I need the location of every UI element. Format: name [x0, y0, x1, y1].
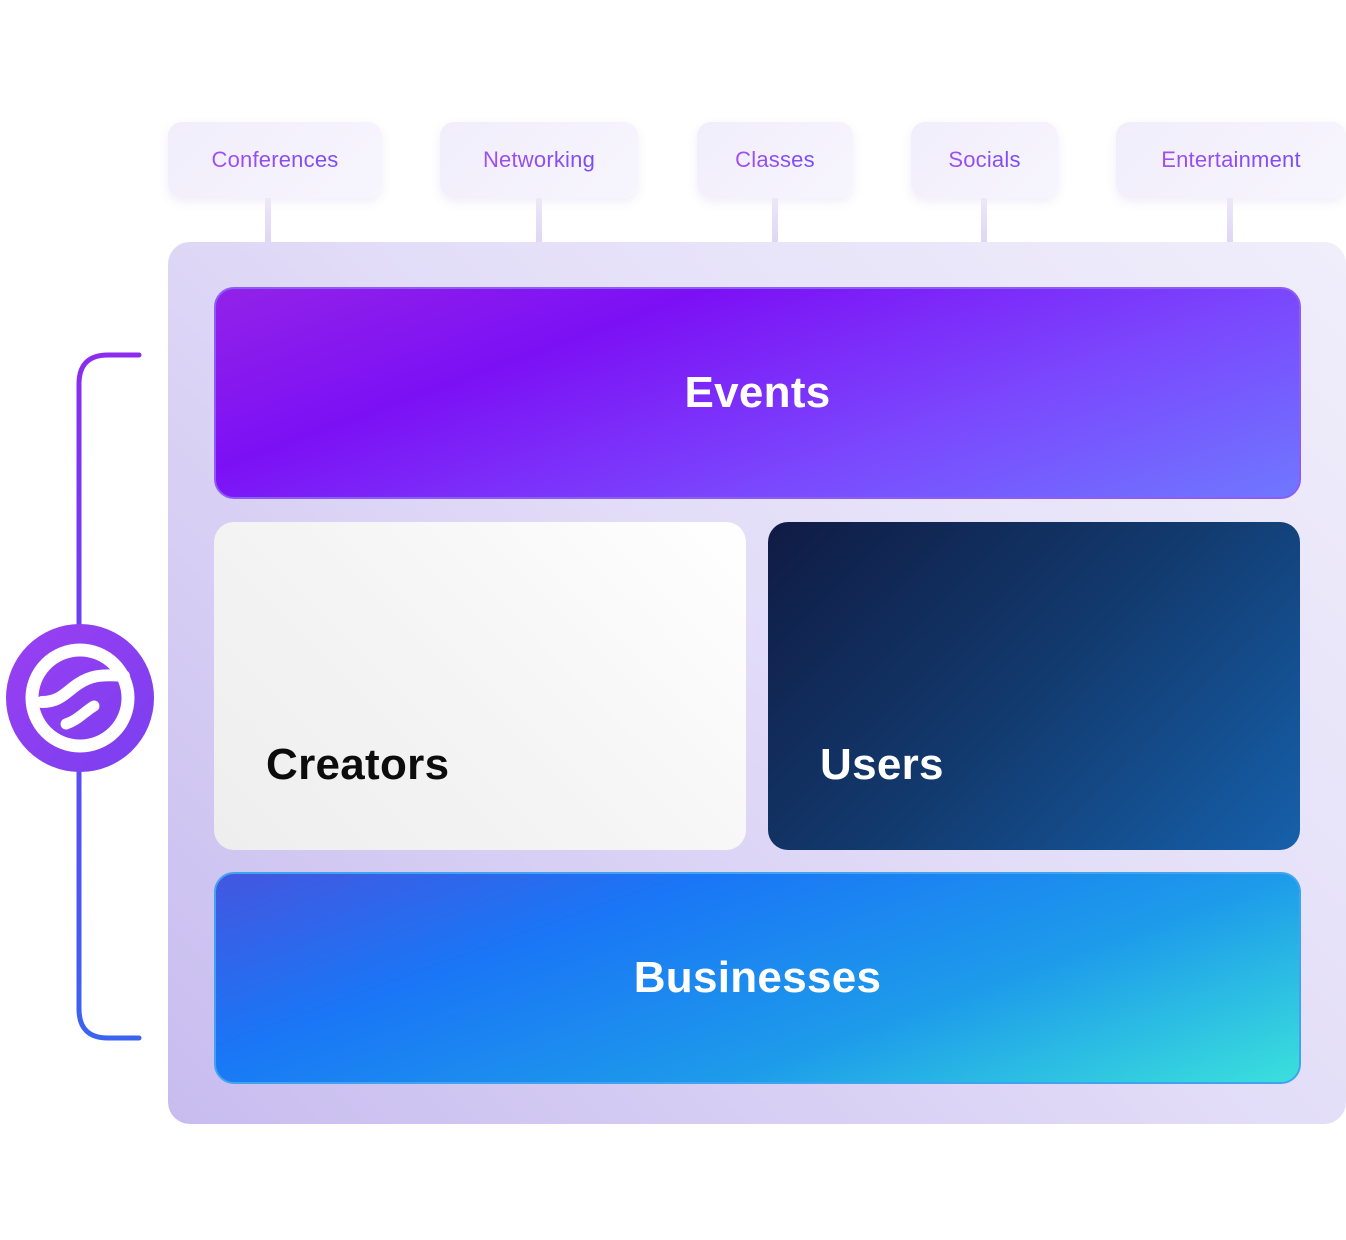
- tag-conferences[interactable]: Conferences: [168, 122, 382, 198]
- tag-label: Conferences: [211, 147, 339, 172]
- tag-networking[interactable]: Networking: [440, 122, 638, 198]
- brand-logo-icon: [6, 624, 154, 772]
- tag-label: Socials: [948, 147, 1021, 172]
- tag-label: Classes: [735, 147, 815, 172]
- businesses-block[interactable]: Businesses: [214, 872, 1301, 1084]
- users-label: Users: [820, 740, 944, 789]
- connector-socials: [981, 198, 987, 244]
- connector-networking: [536, 198, 542, 244]
- connector-classes: [772, 198, 778, 244]
- events-label: Events: [684, 368, 831, 417]
- users-block[interactable]: Users: [768, 522, 1300, 850]
- connector-conferences: [265, 198, 271, 244]
- tag-label: Networking: [482, 147, 596, 172]
- bracket-line: [76, 352, 142, 1041]
- creators-label: Creators: [266, 740, 450, 789]
- platform-board: Events Creators Users Businesses: [168, 242, 1346, 1124]
- connector-entertainment: [1227, 198, 1233, 244]
- tag-socials[interactable]: Socials: [911, 122, 1058, 198]
- businesses-label: Businesses: [633, 953, 882, 1002]
- tag-classes[interactable]: Classes: [697, 122, 853, 198]
- events-block[interactable]: Events: [214, 287, 1301, 499]
- tag-label: Entertainment: [1161, 147, 1301, 172]
- tag-entertainment[interactable]: Entertainment: [1116, 122, 1346, 198]
- creators-block[interactable]: Creators: [214, 522, 746, 850]
